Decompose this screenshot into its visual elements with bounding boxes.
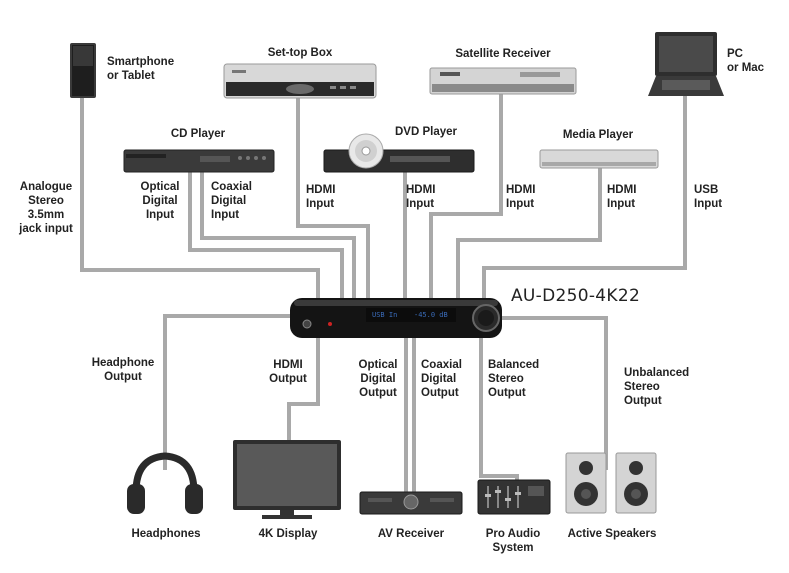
- cable-optical-in: [188, 172, 344, 300]
- set-top-box-device: [223, 63, 377, 99]
- label-set-top-box: Set-top Box: [267, 47, 333, 59]
- label-headphones: Headphones: [131, 528, 201, 540]
- label-av-receiver: AV Receiver: [377, 528, 445, 540]
- cd-player-device: [123, 149, 275, 173]
- cable-hdmi-sat: [429, 94, 503, 300]
- cable-usb: [482, 96, 687, 300]
- label-dvd-player: DVD Player: [394, 126, 457, 138]
- hub-device: [290, 298, 502, 338]
- hub-model-name: AU-D250-4K22: [511, 286, 641, 306]
- cable-hdmi-media: [456, 168, 602, 300]
- cable-analogue: [80, 98, 320, 300]
- speakers-device: [565, 452, 657, 514]
- label-cd-player: CD Player: [170, 128, 226, 140]
- dvd-player-device: [323, 133, 475, 173]
- cable-hdmi-out: [287, 336, 320, 440]
- pro-audio-device: [477, 479, 551, 515]
- cable-coaxial-in: [200, 172, 356, 300]
- label-4k-display: 4K Display: [258, 528, 318, 540]
- cable-hdmi-stb: [296, 96, 370, 300]
- label-active-speakers: Active Speakers: [567, 528, 657, 540]
- hub-display-source: USB In: [372, 311, 398, 319]
- label-media-player: Media Player: [562, 129, 634, 141]
- label-satellite-receiver: Satellite Receiver: [455, 48, 551, 60]
- display-device: [233, 440, 341, 519]
- hub-display-volume: -45.0 dB: [414, 311, 448, 319]
- media-player-device: [539, 149, 659, 169]
- laptop-device: [648, 32, 724, 96]
- headphones-device: [127, 452, 203, 514]
- satellite-receiver-device: [429, 67, 577, 95]
- av-receiver-device: [359, 491, 463, 515]
- smartphone-device: [70, 43, 96, 98]
- cable-unbalanced-out: [497, 316, 608, 470]
- cable-headphone-out: [163, 314, 298, 470]
